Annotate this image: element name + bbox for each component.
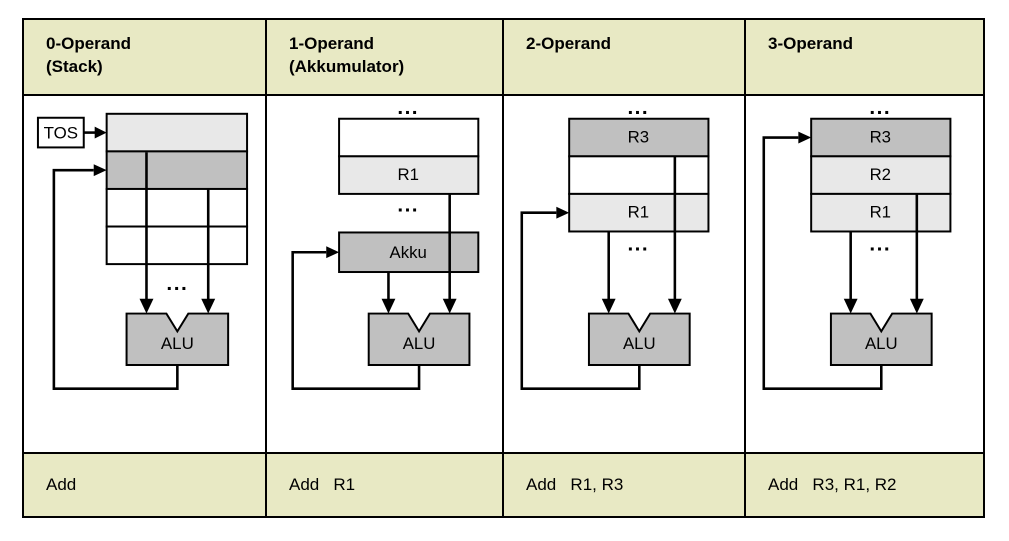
header-label-one-operand: 1-Operand (Akkumulator) <box>288 34 405 76</box>
alu-input-right-arrowhead <box>667 298 682 314</box>
instruction-label-two-operand: Add R1, R3 <box>526 475 624 494</box>
diagram-cell-two-operand: ... R3 R1 ... <box>502 96 744 452</box>
alu-shape <box>587 312 691 366</box>
alu-label: ALU <box>865 334 898 353</box>
register-label-r1: R1 <box>870 203 891 222</box>
register-label-r3: R3 <box>870 127 891 146</box>
alu-feedback-path <box>520 211 641 390</box>
tos-arrowhead <box>94 126 107 139</box>
register-label-r1: R1 <box>397 165 418 184</box>
ellipsis-above-registers: ... <box>397 96 419 119</box>
instruction-cell-three-operand: Add R3, R1, R2 <box>744 454 983 516</box>
diagram-cell-one-operand: ... R1 ... Akku <box>264 96 502 452</box>
ellipsis-below-registers: ... <box>397 194 419 217</box>
register-cell-r1 <box>568 192 710 233</box>
alu-feedback-arrowhead <box>93 164 107 177</box>
alu-feedback-arrowhead <box>326 246 340 259</box>
alu-input-left-arrowhead <box>139 298 154 314</box>
diagram-three-operand: ... R3 R2 R1 ... <box>746 96 983 452</box>
alu-feedback-arrowhead <box>556 206 570 219</box>
register-label-r1: R1 <box>628 203 649 222</box>
table-instruction-row: Add Add R1 Add R1, R3 Add R3, R1, R2 <box>24 454 983 516</box>
header-label-zero-operand: 0-Operand (Stack) <box>46 34 132 76</box>
instruction-cell-one-operand: Add R1 <box>264 454 502 516</box>
header-cell-zero-operand: 0-Operand (Stack) <box>24 20 265 94</box>
alu-label: ALU <box>161 334 194 353</box>
alu-shape <box>829 312 933 366</box>
alu-feedback-path <box>52 168 179 390</box>
tos-label: TOS <box>44 124 78 143</box>
table-diagram-row: TOS ... ALU <box>24 96 983 454</box>
stack-cell-top <box>105 112 249 153</box>
header-label-three-operand: 3-Operand <box>768 34 854 53</box>
diagram-one-operand: ... R1 ... Akku <box>267 96 502 452</box>
alu-label: ALU <box>623 334 656 353</box>
instruction-label-three-operand: Add R3, R1, R2 <box>768 475 897 494</box>
register-cell-r3 <box>568 117 710 158</box>
alu-input-right-arrowhead <box>442 298 457 314</box>
operand-comparison-table: 0-Operand (Stack) 1-Operand (Akkumulator… <box>22 18 985 518</box>
register-label-r2: R2 <box>870 165 891 184</box>
header-cell-two-operand: 2-Operand <box>502 20 744 94</box>
stack-cell-third <box>105 187 249 228</box>
diagram-cell-three-operand: ... R3 R2 R1 ... <box>744 96 983 452</box>
alu-feedback-arrowhead <box>798 131 812 144</box>
alu-input-right-arrowhead <box>909 298 924 314</box>
register-cell-empty <box>568 155 710 195</box>
register-label-r3: R3 <box>628 127 649 146</box>
header-cell-one-operand: 1-Operand (Akkumulator) <box>264 20 502 94</box>
alu-feedback-path <box>762 136 883 390</box>
alu-shape <box>125 312 230 366</box>
register-cell-r3 <box>810 117 952 158</box>
alu-label: ALU <box>403 334 436 353</box>
instruction-cell-zero-operand: Add <box>24 454 265 516</box>
instruction-cell-two-operand: Add R1, R3 <box>502 454 744 516</box>
instruction-label-one-operand: Add R1 <box>288 475 356 494</box>
table-header-row: 0-Operand (Stack) 1-Operand (Akkumulator… <box>24 20 983 96</box>
header-label-two-operand: 2-Operand <box>526 34 612 53</box>
register-cell-r1 <box>810 192 952 233</box>
instruction-label-zero-operand: Add <box>46 475 77 494</box>
alu-input-left-arrowhead <box>843 298 858 314</box>
ellipsis-below-registers: ... <box>627 232 649 255</box>
alu-input-right-arrowhead <box>201 298 216 314</box>
alu-input-left-arrowhead <box>381 298 396 314</box>
alu-input-left-arrowhead <box>601 298 616 314</box>
register-cell-r1 <box>338 155 480 195</box>
ellipsis-above-registers: ... <box>869 96 891 119</box>
register-cell-empty <box>338 117 480 158</box>
diagram-cell-zero-operand: TOS ... ALU <box>24 96 265 452</box>
header-cell-three-operand: 3-Operand <box>744 20 983 94</box>
diagram-zero-operand: TOS ... ALU <box>24 96 265 452</box>
alu-shape <box>367 312 471 366</box>
alu-feedback-path <box>291 250 421 390</box>
ellipsis-below-stack: ... <box>166 272 188 295</box>
diagram-two-operand: ... R3 R1 ... <box>504 96 744 452</box>
accumulator-label: Akku <box>390 243 427 262</box>
stack-cell-second <box>105 150 249 190</box>
stack-cell-fourth <box>105 225 249 266</box>
ellipsis-above-registers: ... <box>627 96 649 119</box>
ellipsis-below-registers: ... <box>869 232 891 255</box>
